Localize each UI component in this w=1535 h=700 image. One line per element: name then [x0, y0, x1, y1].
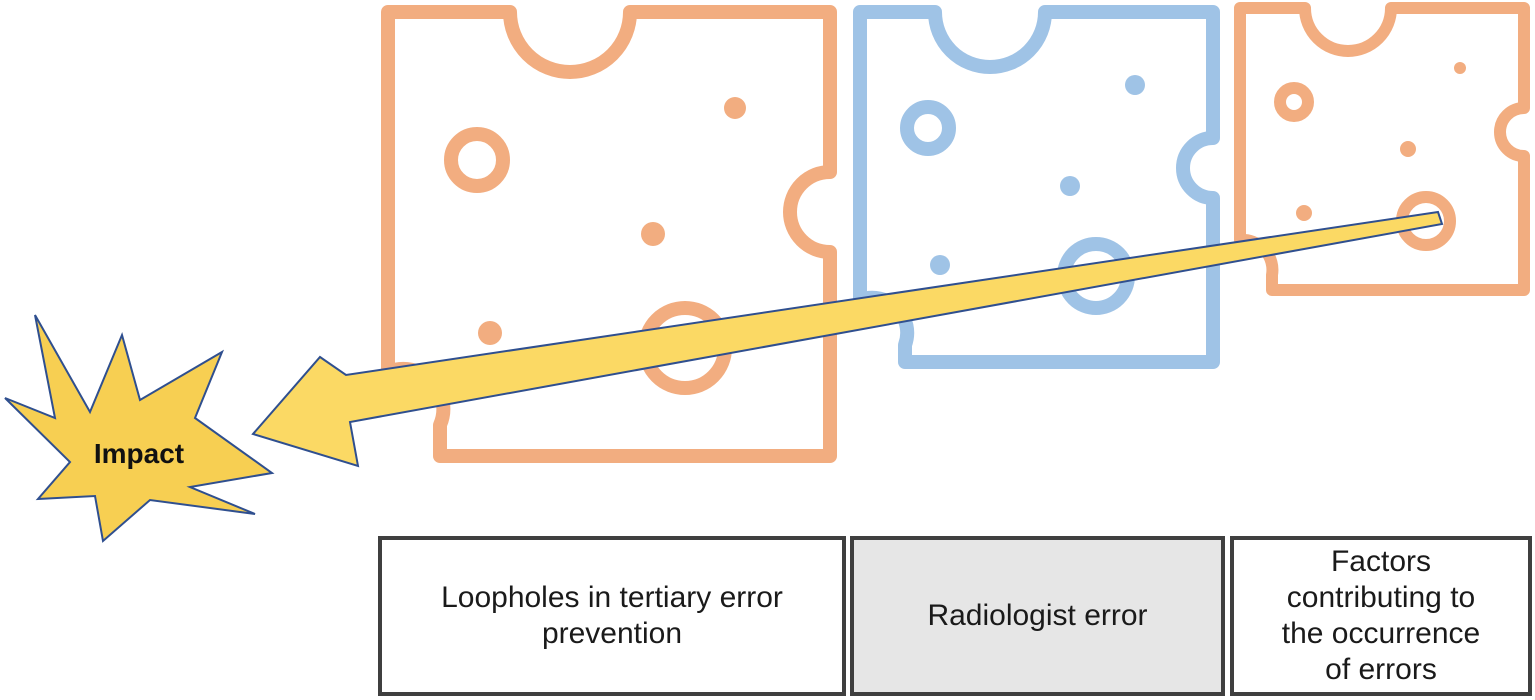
cheese-slice-3-hole — [1274, 82, 1314, 122]
cheese-slice-3-dot — [1296, 205, 1312, 221]
layer-label-text: Radiologist error — [927, 599, 1148, 632]
error-trajectory-arrow — [251, 210, 1444, 468]
layer-label-box-contributing-factors: Factors contributing to the occurrence o… — [1230, 536, 1532, 696]
cheese-slice-2-dot — [930, 255, 950, 275]
impact-label: Impact — [94, 438, 184, 469]
cheese-slice-3-outline — [1234, 2, 1530, 296]
cheese-slice-3-dot — [1400, 141, 1416, 157]
layer-label-box-radiologist-error: Radiologist error — [850, 536, 1225, 696]
impact-burst — [4, 314, 275, 543]
cheese-slice-1-hole — [444, 127, 510, 193]
cheese-slice-2-dots — [930, 75, 1145, 275]
cheese-slice-1-dot — [724, 97, 746, 119]
cheese-slice-2-hole — [900, 100, 956, 156]
layer-label-box-tertiary-prevention: Loopholes in tertiary error prevention — [378, 536, 846, 696]
cheese-slice-1-dot — [641, 222, 665, 246]
cheese-slice-2-dot — [1125, 75, 1145, 95]
cheese-slice-3-dots — [1296, 62, 1466, 221]
cheese-slice-2-dot — [1060, 176, 1080, 196]
cheese-slice-3-dot — [1454, 62, 1466, 74]
layer-label-text: Factors contributing to the occurrence o… — [1281, 545, 1481, 686]
layer-label-text: Loopholes in tertiary error prevention — [441, 581, 783, 650]
cheese-slice-1-dots — [478, 97, 746, 345]
cheese-slice-1-dot — [478, 321, 502, 345]
